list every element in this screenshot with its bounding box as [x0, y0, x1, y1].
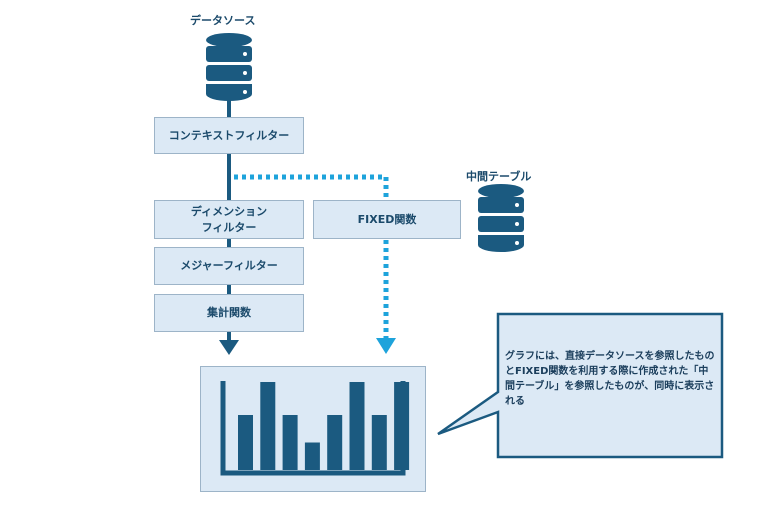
fixed-dotted-line: [234, 174, 389, 200]
aggregate-function-box: 集計関数: [154, 294, 304, 332]
context-filter-box: コンテキストフィルター: [154, 117, 304, 154]
fixed-arrowhead: [376, 338, 396, 354]
context-filter-label: コンテキストフィルター: [168, 128, 290, 142]
chart-bar-5: [327, 415, 343, 470]
fixed-function-label: FIXED関数: [357, 212, 417, 226]
chart-bar-1: [238, 415, 253, 470]
chart-bar-3: [282, 415, 298, 470]
dimension-filter-label-line2: フィルター: [201, 220, 257, 234]
measure-filter-box: メジャーフィルター: [154, 247, 304, 285]
chart-bar-6: [349, 382, 365, 470]
intermediate-table-database-icon: [478, 184, 524, 252]
chart-bar-8: [394, 382, 410, 470]
measure-filter-label: メジャーフィルター: [180, 259, 278, 273]
chart-bar-7: [371, 415, 387, 470]
bar-chart: [220, 381, 410, 476]
main-flow-arrowhead: [219, 340, 239, 355]
aggregate-function-label: 集計関数: [207, 306, 251, 320]
data-source-database-icon: [206, 33, 252, 101]
dimension-filter-label-line1: ディメンション: [190, 204, 268, 218]
fixed-function-box: FIXED関数: [313, 200, 461, 239]
callout-text: グラフには、直接データソースを参照したものとFIXED関数を利用する際に作成され…: [505, 351, 715, 407]
chart-bar-2: [260, 382, 276, 470]
data-source-label: データソース: [190, 14, 256, 27]
chart-bar-4: [304, 442, 320, 470]
intermediate-table-label: 中間テーブル: [466, 170, 532, 183]
dimension-filter-box: ディメンション フィルター: [154, 200, 304, 239]
